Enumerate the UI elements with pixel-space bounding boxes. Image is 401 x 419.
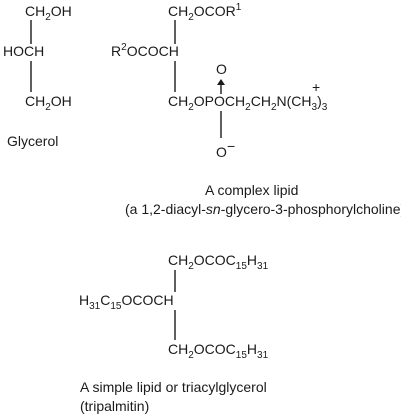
choline-plus-charge: + (312, 79, 320, 95)
glycerol-hoch: HOCH (3, 43, 44, 59)
complex-lipid-caption: A complex lipid (205, 182, 298, 198)
simple-lipid-caption: A simple lipid or triacylglycerol (80, 379, 267, 395)
glycerol-label: Glycerol (7, 133, 58, 149)
tripalmitin-middle-chain: H31C15OCOCH (79, 292, 174, 312)
glycerol-ch2oh-bottom: CH2OH (25, 93, 72, 113)
phosphate-oxygen-bottom: O (216, 144, 227, 160)
complex-lipid-caption-detail: (a 1,2-diacyl-sn-glycero-3-phosphorylcho… (125, 201, 401, 217)
glycerol-ch2oh-top: CH2OH (25, 3, 72, 23)
tripalmitin-top-chain: CH2OCOC15H31 (168, 252, 269, 272)
glycerol-structure: CH2OH HOCH CH2OH Glycerol (3, 3, 72, 149)
complex-lipid-structure: CH2OCOR1 R2OCOCH O CH2OPOCH2CH2N(CH3)3 +… (111, 2, 401, 217)
phosphate-arrow-head (217, 79, 225, 85)
complex-top-ch2ocor1: CH2OCOR1 (168, 2, 242, 23)
simple-lipid-caption-detail: (tripalmitin) (80, 398, 149, 414)
complex-middle-r2ococh: R2OCOCH (111, 42, 179, 59)
complex-bottom-phosphocholine: CH2OPOCH2CH2N(CH3)3 (168, 93, 328, 113)
tripalmitin-bottom-chain: CH2OCOC15H31 (168, 341, 269, 361)
phosphate-minus-charge: − (227, 138, 235, 154)
phosphate-oxygen-top: O (216, 61, 227, 77)
simple-lipid-structure: CH2OCOC15H31 H31C15OCOCH CH2OCOC15H31 A … (79, 252, 269, 414)
